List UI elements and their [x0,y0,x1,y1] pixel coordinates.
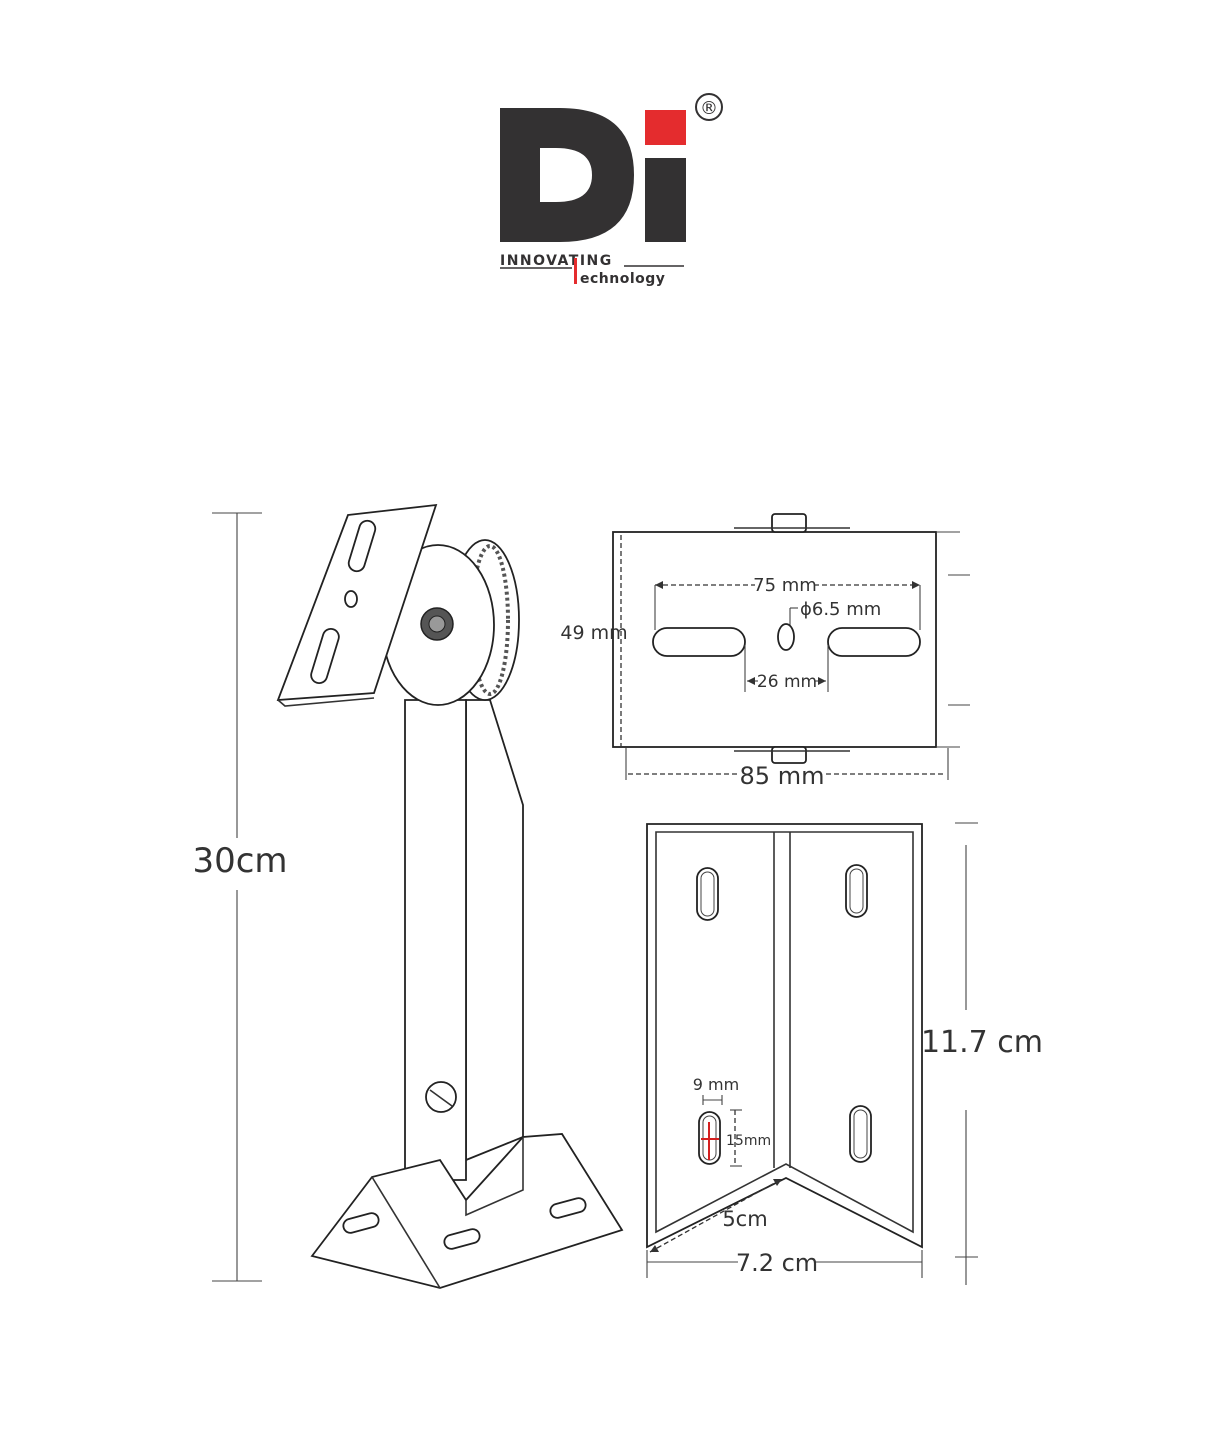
base-height-label: 11.7 cm [921,1025,1043,1060]
bracket-side-view: 30cm [192,503,624,1289]
brand-logo: ® INNOVATING echnology [500,93,723,287]
slot-width-label: 9 mm [693,1075,739,1094]
base-depth-label: 5cm [722,1207,767,1231]
center-hole-label: ϕ6.5 mm [800,599,881,620]
tagline-innovating: INNOVATING [500,253,613,269]
base-width-label: 7.2 cm [736,1249,818,1277]
logo-i-stem [645,158,686,242]
inner-gap-label: 26 mm [757,672,817,692]
slot-length-label: 15mm [726,1133,771,1149]
logo-d-shape [500,108,634,242]
registered-mark: ® [700,98,718,119]
mount-plate-top-view: 75 mm ϕ6.5 mm 26 mm 49 mm 85 mm [560,513,970,790]
slot-spacing-label: 75 mm [753,575,817,596]
logo-red-square [645,110,686,145]
plate-height-label: 49 mm [560,622,627,644]
plate-width-label: 85 mm [740,762,825,790]
base-angle-view: 9 mm 15mm 5cm 7.2 cm 11.7 cm [646,822,1043,1285]
tagline-technology: echnology [580,271,665,287]
total-height-label: 30cm [192,841,287,881]
